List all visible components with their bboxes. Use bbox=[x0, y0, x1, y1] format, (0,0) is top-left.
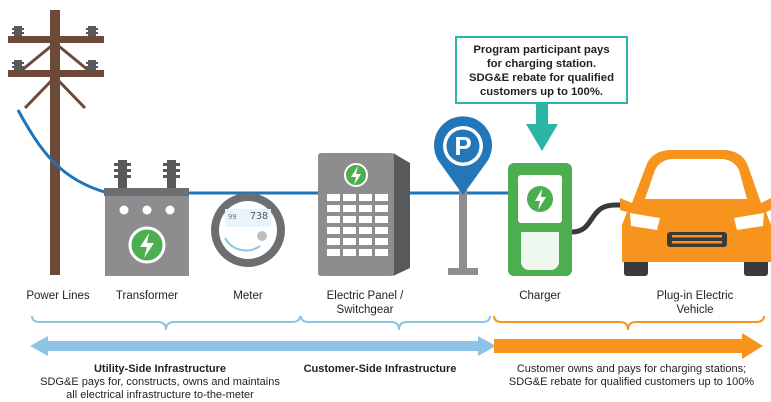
infrastructure-arrow bbox=[30, 336, 496, 356]
label-electric-panel-line-2: Switchgear bbox=[336, 304, 394, 316]
customer-owns-line-1: Customer owns and pays for charging stat… bbox=[516, 363, 747, 375]
svg-text:P: P bbox=[454, 131, 471, 161]
transformer-icon bbox=[104, 160, 189, 276]
callout-line-1: Program participant pays bbox=[473, 44, 610, 56]
electric-vehicle-icon bbox=[620, 150, 771, 276]
label-electric-panel: Electric Panel / Switchgear bbox=[310, 289, 420, 317]
label-vehicle-line-2: Vehicle bbox=[676, 304, 714, 316]
meter-small-reading: 99 bbox=[228, 213, 237, 221]
label-vehicle-line-1: Plug-in Electric bbox=[656, 290, 734, 302]
electric-panel-icon bbox=[318, 153, 410, 276]
customer-arrow bbox=[494, 333, 763, 359]
meter-icon bbox=[211, 193, 285, 267]
callout-line-4: customers up to 100%. bbox=[479, 86, 604, 98]
label-transformer: Transformer bbox=[115, 290, 179, 302]
utility-side-line-2: all electrical infrastructure to-the-met… bbox=[66, 389, 254, 401]
customer-brace bbox=[300, 315, 491, 331]
utility-brace bbox=[31, 315, 301, 331]
charger-brace bbox=[493, 315, 765, 331]
power-wire bbox=[16, 109, 515, 195]
callout-line-3: SDG&E rebate for qualified bbox=[468, 72, 614, 84]
label-charger: Charger bbox=[519, 290, 561, 302]
label-meter: Meter bbox=[233, 290, 263, 302]
callout-arrow-icon bbox=[526, 104, 558, 151]
customer-owns-text: Customer owns and pays for charging stat… bbox=[492, 363, 771, 389]
utility-side-line-1: SDG&E pays for, constructs, owns and mai… bbox=[40, 376, 280, 388]
label-electric-panel-line-1: Electric Panel / bbox=[326, 290, 404, 302]
customer-owns-line-2: SDG&E rebate for qualified customers up … bbox=[508, 376, 755, 388]
utility-side-title: Utility-Side Infrastructure bbox=[93, 363, 227, 375]
power-pole-icon bbox=[8, 10, 104, 275]
meter-reading: 738 bbox=[250, 211, 269, 222]
parking-sign-icon: P bbox=[433, 116, 492, 275]
label-vehicle: Plug-in Electric Vehicle bbox=[640, 289, 750, 317]
label-power-lines: Power Lines bbox=[26, 290, 90, 302]
customer-side-title: Customer-Side Infrastructure bbox=[303, 363, 457, 375]
utility-side-text: Utility-Side Infrastructure SDG&E pays f… bbox=[20, 363, 300, 402]
rebate-callout: Program participant pays for charging st… bbox=[455, 36, 628, 104]
charger-icon bbox=[508, 163, 628, 276]
callout-line-2: for charging station. bbox=[486, 58, 597, 70]
